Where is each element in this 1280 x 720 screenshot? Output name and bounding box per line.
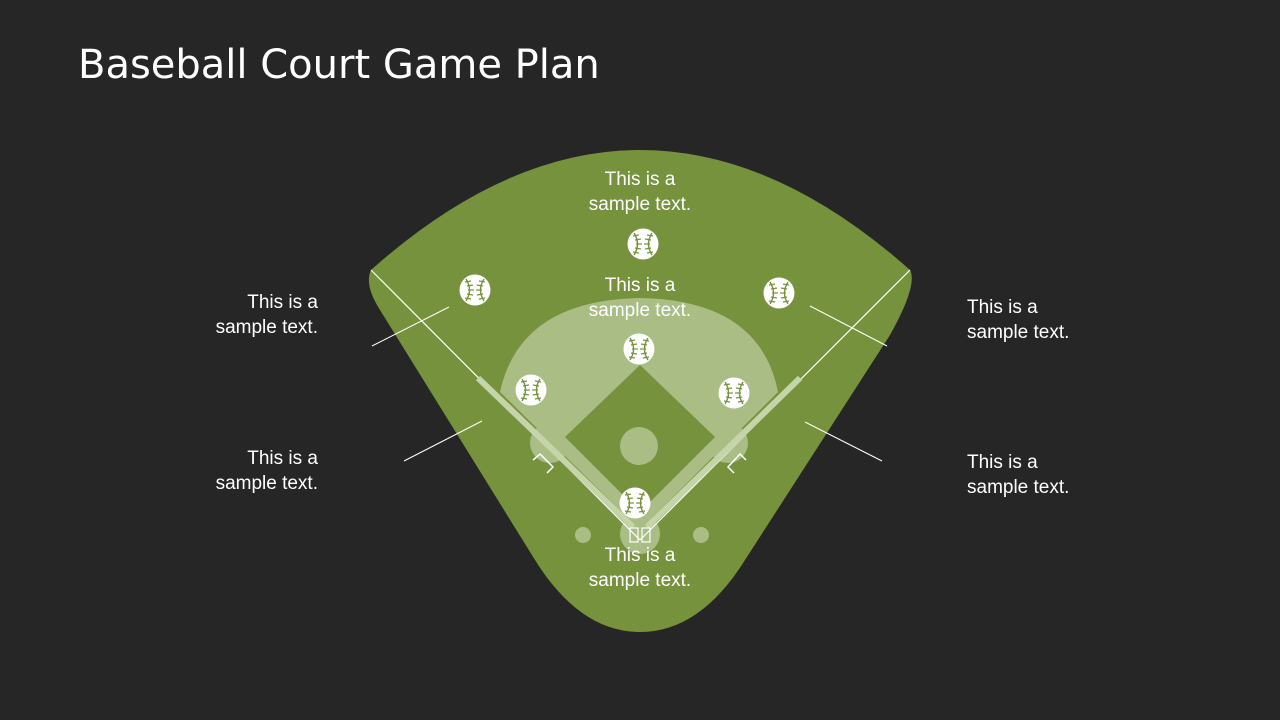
baseball-icon xyxy=(514,373,548,407)
baseball-icon xyxy=(458,273,492,307)
label-top: This is a sample text. xyxy=(588,169,692,215)
first-base-dirt xyxy=(708,423,748,463)
baseball-icon xyxy=(626,227,660,261)
label-left-lower: This is a sample text. xyxy=(215,448,318,494)
first-coach-box xyxy=(726,452,747,474)
baseball-icon xyxy=(717,376,751,410)
connector-left-lower xyxy=(403,420,483,462)
label-right-lower: This is a sample text. xyxy=(967,452,1070,498)
connector-right-upper xyxy=(809,305,888,347)
first-baseline xyxy=(644,375,803,530)
label-home: This is a sample text. xyxy=(588,545,692,591)
baseball-icon xyxy=(618,486,652,520)
label-center: This is a sample text. xyxy=(588,275,692,321)
label-left-upper: This is a sample text. xyxy=(215,292,318,338)
third-coach-box xyxy=(532,452,555,474)
batter-box-left xyxy=(629,527,639,543)
on-deck-circle-right xyxy=(693,527,709,543)
baseball-icon xyxy=(622,332,656,366)
connector-left-upper xyxy=(371,306,450,347)
third-baseline xyxy=(475,375,636,530)
batter-box-right xyxy=(641,527,651,543)
baseball-icon xyxy=(762,276,796,310)
slide-title: Baseball Court Game Plan xyxy=(78,42,600,88)
on-deck-circle-left xyxy=(575,527,591,543)
label-right-upper: This is a sample text. xyxy=(967,297,1070,343)
pitchers-mound xyxy=(620,427,658,465)
connector-right-lower xyxy=(804,421,883,462)
